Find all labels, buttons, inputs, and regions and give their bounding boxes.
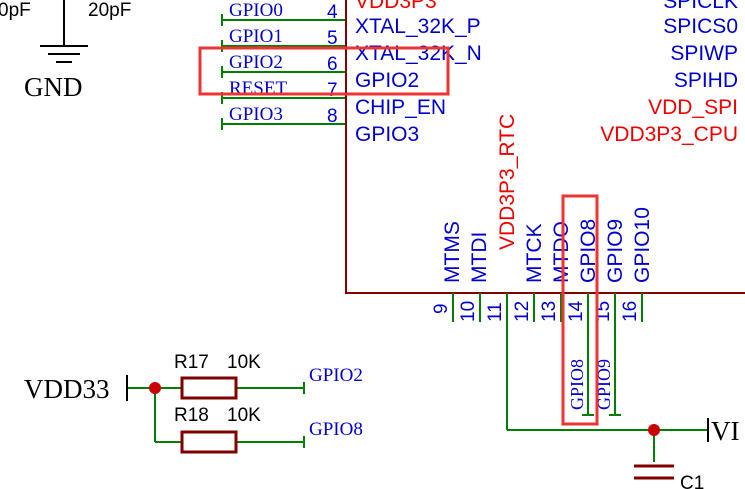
pin-name-xtal-32k-p: XTAL_32K_P xyxy=(355,15,481,38)
pin-name-vdd3p3-cpu: VDD3P3_CPU xyxy=(600,123,738,146)
net-label-pullup-gpio2: GPIO2 xyxy=(309,365,363,386)
pin-name-gpio8: GPIO8 xyxy=(577,219,600,283)
pin-name-xtal-32k-n: XTAL_32K_N xyxy=(355,42,482,65)
pin-number-10: 10 xyxy=(458,301,479,322)
pin-name-mtdi: MTDI xyxy=(468,232,491,283)
pin-name-chip-en: CHIP_EN xyxy=(355,96,446,119)
pin-number-12: 12 xyxy=(512,301,533,322)
resistor-ref-r18: R18 xyxy=(174,405,209,426)
highlight-box-gpio2 xyxy=(198,46,450,96)
pin-number-7: 7 xyxy=(327,80,338,101)
resistor-r18 xyxy=(180,430,238,454)
net-label-bottom-gpio9: GPIO9 xyxy=(594,359,614,410)
net-label-gpio0: GPIO0 xyxy=(229,0,283,21)
net-label-gpio1: GPIO1 xyxy=(229,26,283,47)
pin-name-vdd-spi: VDD_SPI xyxy=(648,96,738,119)
cap-value-left: 0pF xyxy=(0,0,31,21)
pin-name-gpio10: GPIO10 xyxy=(631,207,654,283)
pin-number-16: 16 xyxy=(620,301,641,322)
pin-name-spiclk: SPICLK xyxy=(663,0,738,13)
pin-number-14: 14 xyxy=(566,300,587,322)
pin-name-vdd3p3: VDD3P3 xyxy=(355,0,437,13)
pin-number-5: 5 xyxy=(327,28,338,49)
pin-number-6: 6 xyxy=(327,54,338,75)
ground-symbol xyxy=(40,0,88,63)
pin-name-mtms: MTMS xyxy=(441,221,464,283)
supply-label-fragment: VI xyxy=(711,416,740,446)
left-pin-wires xyxy=(221,14,346,130)
bottom-right-network xyxy=(507,418,709,480)
net-label-reset: RESET xyxy=(229,78,287,99)
pin-name-spics0: SPICS0 xyxy=(663,15,738,38)
pin-number-8: 8 xyxy=(327,106,338,127)
highlight-box-gpio8 xyxy=(561,194,599,426)
pin-name-gpio9: GPIO9 xyxy=(604,219,627,283)
pin-name-gpio3: GPIO3 xyxy=(355,123,419,146)
resistor-ref-r17: R17 xyxy=(174,352,209,373)
pin-name-mtck: MTCK xyxy=(523,224,546,284)
resistor-r17 xyxy=(180,376,238,400)
junction-dot-vdd33 xyxy=(149,382,161,394)
bottom-pin-stubs xyxy=(452,293,643,430)
pin-name-spiwp: SPIWP xyxy=(670,42,738,65)
pin-number-13: 13 xyxy=(539,301,560,322)
net-label-pullup-gpio8: GPIO8 xyxy=(309,419,363,440)
pin-name-vdd3p3-rtc: VDD3P3_RTC xyxy=(496,114,519,250)
resistor-value-r18: 10K xyxy=(227,405,261,426)
net-label-bottom-gpio8: GPIO8 xyxy=(567,359,587,410)
resistor-value-r17: 10K xyxy=(227,352,261,373)
capacitor-label-c1: C1 xyxy=(680,473,704,489)
supply-label-vdd33: VDD33 xyxy=(24,374,110,404)
pin-name-gpio2: GPIO2 xyxy=(355,69,419,92)
pin-name-spihd: SPIHD xyxy=(674,69,738,92)
ground-label: GND xyxy=(24,72,83,102)
ic-body-outline xyxy=(345,0,745,294)
pin-number-11: 11 xyxy=(485,302,506,322)
pin-number-9: 9 xyxy=(431,303,452,314)
net-label-gpio3: GPIO3 xyxy=(229,104,283,125)
net-label-gpio2: GPIO2 xyxy=(229,52,283,73)
pin-number-4: 4 xyxy=(327,2,338,23)
junction-dot-c1 xyxy=(648,424,660,436)
cap-value-right: 20pF xyxy=(88,0,131,21)
